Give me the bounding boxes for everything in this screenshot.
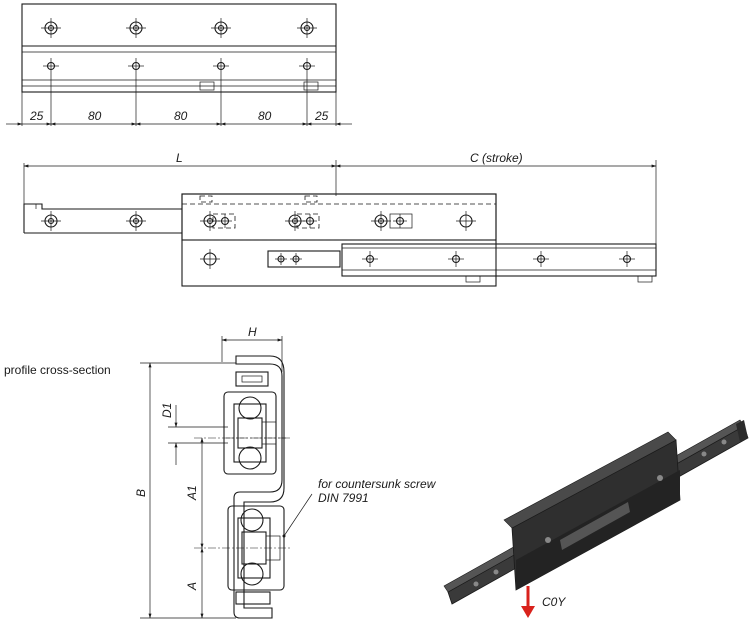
cross-section-title: profile cross-section [4,363,111,377]
stroke-label: C (stroke) [470,151,523,165]
countersunk-note-line1: for countersunk screw [318,477,437,491]
outer-profile [233,355,285,619]
lower-bearing-block [227,505,285,605]
left-rail [23,203,182,234]
upper-hole-row [41,18,317,38]
dim-label-b: B [134,489,148,497]
side-view: L C (stroke) [23,151,657,287]
product-render: C0Y [443,419,749,618]
dim-label-80-third: 80 [258,109,272,123]
cross-section: profile cross-section H B D1 A1 A [4,325,437,619]
dim-label-25-right: 25 [314,109,329,123]
middle-element [181,193,497,287]
top-view: 25 80 80 80 25 [6,3,352,126]
upper-bearing-block [223,391,288,475]
lower-hole-row [43,58,315,126]
dim-label-h: H [248,325,257,339]
dim-label-25-left: 25 [29,109,44,123]
dim-label-80-second: 80 [174,109,188,123]
top-view-outline [21,3,337,93]
extended-rail [341,243,657,283]
dim-label-d1: D1 [160,403,174,418]
dim-label-80-first: 80 [88,109,102,123]
load-label-c0y: C0Y [542,595,566,609]
dim-label-a: A [185,582,199,591]
length-label: L [176,151,183,165]
dim-label-a1: A1 [185,485,199,501]
countersunk-note-line2: DIN 7991 [318,491,369,505]
dimension-chain: 25 80 80 80 25 [6,92,352,126]
